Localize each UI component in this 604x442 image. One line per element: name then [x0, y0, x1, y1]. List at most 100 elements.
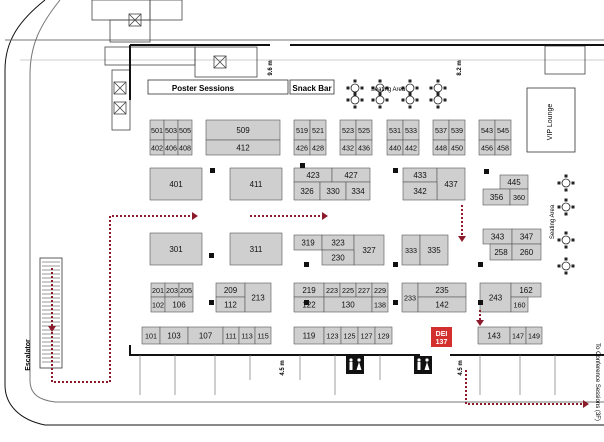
booth-450[interactable]: 450 — [448, 139, 466, 156]
booth-436[interactable]: 436 — [355, 139, 373, 156]
booth-223[interactable]: 223 — [323, 282, 341, 298]
booth-326[interactable]: 326 — [293, 181, 321, 201]
booth-258[interactable]: 258 — [489, 243, 513, 261]
booth-330[interactable]: 330 — [319, 181, 347, 201]
booth-107[interactable]: 107 — [187, 326, 224, 345]
booth-432[interactable]: 432 — [339, 139, 357, 156]
booth-521[interactable]: 521 — [309, 119, 327, 141]
booth-408[interactable]: 408 — [177, 139, 193, 156]
booth-533[interactable]: 533 — [402, 119, 420, 141]
booth-501[interactable]: 501 — [149, 119, 165, 141]
booth-243[interactable]: 243 — [479, 282, 512, 313]
booth-509[interactable]: 509 — [205, 119, 281, 141]
booth-519[interactable]: 519 — [293, 119, 311, 141]
booth-347[interactable]: 347 — [511, 228, 542, 245]
booth-523[interactable]: 523 — [339, 119, 357, 141]
booth-205[interactable]: 205 — [178, 282, 194, 298]
booth-437[interactable]: 437 — [436, 167, 466, 201]
booth-233[interactable]: 233 — [401, 282, 419, 313]
booth-227[interactable]: 227 — [355, 282, 373, 298]
booth-448[interactable]: 448 — [432, 139, 450, 156]
booth-230[interactable]: 230 — [321, 249, 355, 266]
booth-323[interactable]: 323 — [321, 234, 355, 251]
booth-number: 543 — [481, 126, 493, 135]
booth-number: 445 — [507, 178, 521, 187]
booth-356[interactable]: 356 — [482, 188, 511, 206]
booth-445[interactable]: 445 — [499, 174, 529, 190]
booth-127[interactable]: 127 — [357, 326, 376, 345]
booth-103[interactable]: 103 — [159, 326, 189, 345]
booth-505[interactable]: 505 — [177, 119, 193, 141]
booth-119[interactable]: 119 — [293, 326, 325, 345]
booth-125[interactable]: 125 — [340, 326, 359, 345]
booth-433[interactable]: 433 — [402, 167, 438, 183]
booth-458[interactable]: 458 — [494, 139, 512, 156]
booth-number: 111 — [226, 331, 237, 340]
booth-301[interactable]: 301 — [149, 232, 203, 266]
booth-number: 219 — [302, 286, 316, 295]
booth-147[interactable]: 147 — [509, 326, 527, 345]
booth-333[interactable]: 333 — [401, 234, 421, 266]
booth-113[interactable]: 113 — [238, 326, 256, 345]
booth-235[interactable]: 235 — [417, 282, 467, 298]
booth-number: 235 — [435, 286, 449, 295]
booth-111[interactable]: 111 — [222, 326, 240, 345]
booth-rect — [436, 167, 466, 201]
booth-138[interactable]: 138 — [371, 296, 389, 313]
booth-440[interactable]: 440 — [386, 139, 404, 156]
booth-406[interactable]: 406 — [163, 139, 179, 156]
booth-130[interactable]: 130 — [323, 296, 373, 313]
booth-209[interactable]: 209 — [215, 282, 246, 298]
booth-213[interactable]: 213 — [244, 282, 272, 313]
booth-428[interactable]: 428 — [309, 139, 327, 156]
booth-number: 408 — [179, 143, 191, 152]
booth-525[interactable]: 525 — [355, 119, 373, 141]
booth-201[interactable]: 201 — [150, 282, 166, 298]
booth-219[interactable]: 219 — [293, 282, 325, 298]
booth-545[interactable]: 545 — [494, 119, 512, 141]
booth-412[interactable]: 412 — [205, 139, 281, 156]
booth-311[interactable]: 311 — [229, 232, 283, 266]
booth-503[interactable]: 503 — [163, 119, 179, 141]
booth-327[interactable]: 327 — [353, 234, 385, 266]
booth-123[interactable]: 123 — [323, 326, 342, 345]
booth-456[interactable]: 456 — [478, 139, 496, 156]
booth-160[interactable]: 160 — [510, 296, 529, 313]
booth-260[interactable]: 260 — [511, 243, 542, 261]
booth-411[interactable]: 411 — [229, 167, 283, 201]
booth-335[interactable]: 335 — [419, 234, 449, 266]
booth-442[interactable]: 442 — [402, 139, 420, 156]
booth-426[interactable]: 426 — [293, 139, 311, 156]
booth-106[interactable]: 106 — [164, 296, 194, 313]
booth-401[interactable]: 401 — [149, 167, 203, 201]
booth-539[interactable]: 539 — [448, 119, 466, 141]
booth-number: 531 — [389, 126, 401, 135]
booth-number: 258 — [494, 248, 508, 257]
booth-342[interactable]: 342 — [402, 181, 438, 201]
snack-bar-area — [289, 79, 335, 95]
booth-162[interactable]: 162 — [510, 282, 542, 298]
booth-427[interactable]: 427 — [331, 167, 371, 183]
booth-537[interactable]: 537 — [432, 119, 450, 141]
booth-334[interactable]: 334 — [345, 181, 371, 201]
booth-360[interactable]: 360 — [509, 188, 529, 206]
booth-229[interactable]: 229 — [371, 282, 389, 298]
booth-142[interactable]: 142 — [417, 296, 467, 313]
booth-319[interactable]: 319 — [293, 234, 323, 251]
booth-149[interactable]: 149 — [525, 326, 543, 345]
booth-203[interactable]: 203 — [164, 282, 180, 298]
booth-number: 412 — [236, 143, 250, 152]
booth-423[interactable]: 423 — [293, 167, 333, 183]
booth-225[interactable]: 225 — [339, 282, 357, 298]
booth-102[interactable]: 102 — [150, 296, 166, 313]
booth-402[interactable]: 402 — [149, 139, 165, 156]
pillar — [209, 253, 214, 258]
booth-115[interactable]: 115 — [254, 326, 272, 345]
booth-143[interactable]: 143 — [477, 326, 511, 345]
booth-129[interactable]: 129 — [374, 326, 393, 345]
booth-101[interactable]: 101 — [141, 326, 161, 345]
booth-112[interactable]: 112 — [215, 296, 246, 313]
booth-543[interactable]: 543 — [478, 119, 496, 141]
booth-531[interactable]: 531 — [386, 119, 404, 141]
booth-343[interactable]: 343 — [482, 228, 513, 245]
